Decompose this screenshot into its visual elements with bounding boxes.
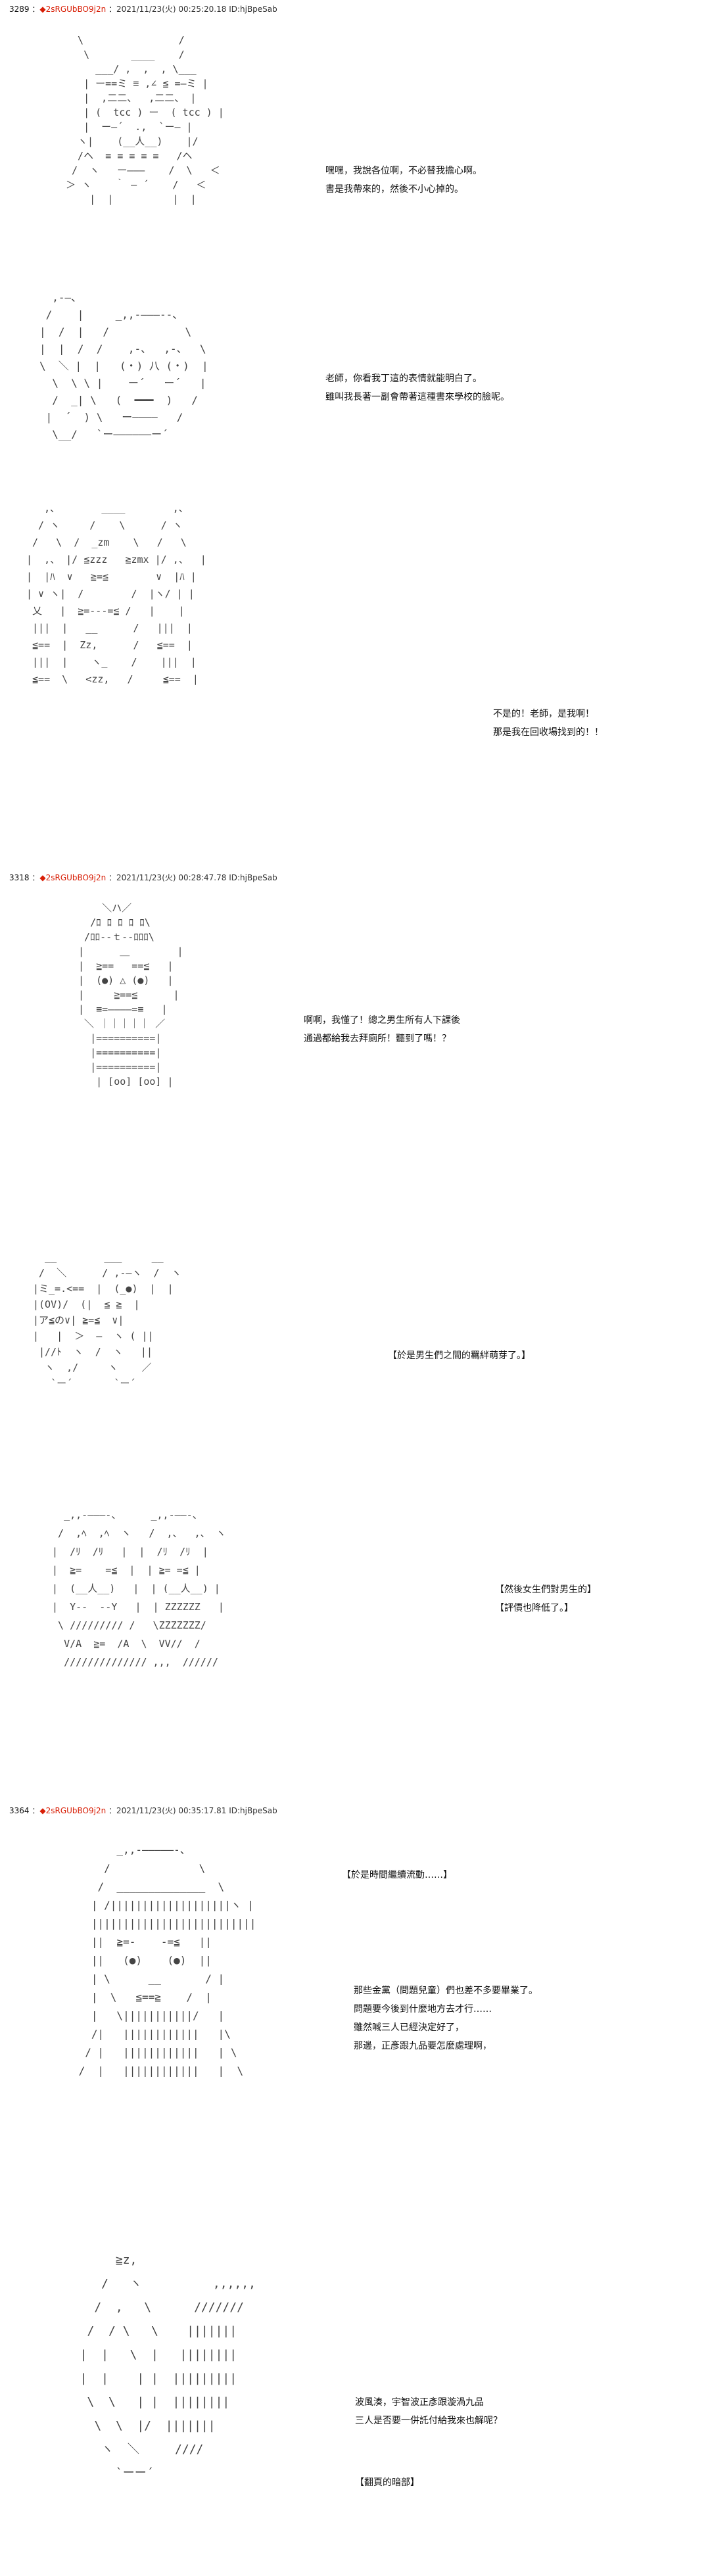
post-header: 3364 ：◆2sRGUbBO9j2n ：2021/11/23(火) 00:35… (9, 1806, 277, 1815)
dialogue-line: 通過都給我去拜廁所！聽到了嗎！？ (304, 1034, 451, 1044)
dialogue-line: 啊啊，我懂了！總之男生所有人下課後 (304, 1015, 460, 1026)
dialogue-block: 【然後女生們對男生的】 【評價也降低了。】 (495, 1581, 596, 1617)
dialogue-line: 那是我在回收場找到的！！ (493, 727, 604, 738)
dialogue-block: 【於是男生們之間的羈絆萌芽了。】 (388, 1347, 531, 1365)
dialogue-line: 【於是時間繼續流動……】 (342, 1870, 452, 1880)
post-datetime: 2021/11/23(火) 00:28:47.78 (116, 873, 227, 882)
dialogue-block: 【於是時間繼續流動……】 (342, 1866, 452, 1884)
ascii-art-character: \ / \ ____ / ___/ , , , \___ | ー==ミ ≡ ,∠… (66, 34, 224, 205)
poster-name[interactable]: ◆2sRGUbBO9j2n (39, 1806, 106, 1815)
dialogue-line: 雖叫我長著一副會帶著這種書來學校的臉呢。 (325, 392, 509, 402)
dialogue-block: 老師，你看我丁這的表情就能明白了。 雖叫我長著一副會帶著這種書來學校的臉呢。 (325, 370, 509, 406)
post-header: 3289 ：◆2sRGUbBO9j2n ：2021/11/23(火) 00:25… (9, 5, 277, 14)
dialogue-line: 那邊，正彥跟九品要怎麼處理啊， (354, 2041, 492, 2051)
ascii-art-character: ＼ハ／ /ﾛ ﾛ ﾛ ﾛ ﾛ\ /ﾛﾛ--ｔ--ﾛﾛﾛ\ | ＿ | | ≧==… (78, 902, 183, 1087)
ascii-art-character: _,,-―――――-、 / \ / ______________ \ | /||… (78, 1844, 256, 2077)
dialogue-line: 波風湊，宇智波正彥跟漩渦九品 (355, 2397, 484, 2408)
dialogue-block: 那些金黨（問題兒童）們也差不多要畢業了。 問題要今後到什麼地方去才行…… 雖然喊… (354, 1982, 538, 2055)
dialogue-line: 那些金黨（問題兒童）們也差不多要畢業了。 (354, 1986, 538, 1996)
post-id: ID:hjBpeSab (229, 5, 277, 14)
post-datetime: 2021/11/23(火) 00:25:20.18 (116, 5, 227, 14)
post-number: 3289 (9, 5, 30, 14)
post-datetime: 2021/11/23(火) 00:35:17.81 (116, 1806, 227, 1815)
ascii-art-character: ,、 ____ ,、 / ヽ / \ / ヽ / \ / _zm \ / \ |… (26, 502, 206, 685)
ascii-art-character: __ ___ __ / ＼ / ,-―ヽ / ヽ |ミ_=.<== | (_●)… (33, 1251, 181, 1389)
dialogue-line: 【翻頁的暗部】 (355, 2477, 419, 2488)
post-number: 3364 (9, 1806, 30, 1815)
ascii-art-character: ,-―、 / | _,,-―――--、 | / | / \ | | / / ,-… (39, 291, 208, 441)
dialogue-block: 不是的！老師，是我啊！ 那是我在回收場找到的！！ (493, 705, 604, 742)
dialogue-line: 三人是否要一併託付給我來也解呢？ (355, 2416, 502, 2426)
dialogue-block: 【翻頁的暗部】 (355, 2473, 419, 2492)
dialogue-block: 嘿嘿，我說各位啊，不必替我擔心啊。 書是我帶來的，然後不小心掉的。 (325, 162, 482, 199)
dialogue-line: 老師，你看我丁這的表情就能明白了。 (325, 373, 482, 384)
post-number: 3318 (9, 873, 30, 882)
dialogue-line: 【於是男生們之間的羈絆萌芽了。】 (388, 1350, 531, 1361)
ascii-art-character: ≧z, / ヽ ,,,,,, / , \ /////// / / \ \ |||… (80, 2253, 256, 2480)
dialogue-line: 書是我帶來的，然後不小心掉的。 (325, 184, 463, 195)
post-id: ID:hjBpeSab (229, 1806, 277, 1815)
poster-name[interactable]: ◆2sRGUbBO9j2n (39, 873, 106, 882)
dialogue-line: 嘿嘿，我說各位啊，不必替我擔心啊。 (325, 166, 482, 176)
poster-name[interactable]: ◆2sRGUbBO9j2n (39, 5, 106, 14)
post-header: 3318 ：◆2sRGUbBO9j2n ：2021/11/23(火) 00:28… (9, 873, 277, 882)
dialogue-line: 問題要今後到什麼地方去才行…… (354, 2004, 492, 2015)
dialogue-block: 波風湊，宇智波正彥跟漩渦九品 三人是否要一併託付給我來也解呢？ (355, 2393, 502, 2430)
dialogue-line: 【評價也降低了。】 (495, 1603, 573, 1613)
dialogue-line: 雖然喊三人已經決定好了， (354, 2022, 464, 2033)
dialogue-line: 【然後女生們對男生的】 (495, 1585, 596, 1595)
ascii-art-character: _,,-―――-、 _,,-――-、 / ,ﾍ ,ﾍ ヽ / ,、 ,、 ヽ |… (52, 1509, 226, 1668)
post-id: ID:hjBpeSab (229, 873, 277, 882)
dialogue-block: 啊啊，我懂了！總之男生所有人下課後 通過都給我去拜廁所！聽到了嗎！？ (304, 1011, 460, 1048)
dialogue-line: 不是的！老師，是我啊！ (493, 709, 594, 719)
